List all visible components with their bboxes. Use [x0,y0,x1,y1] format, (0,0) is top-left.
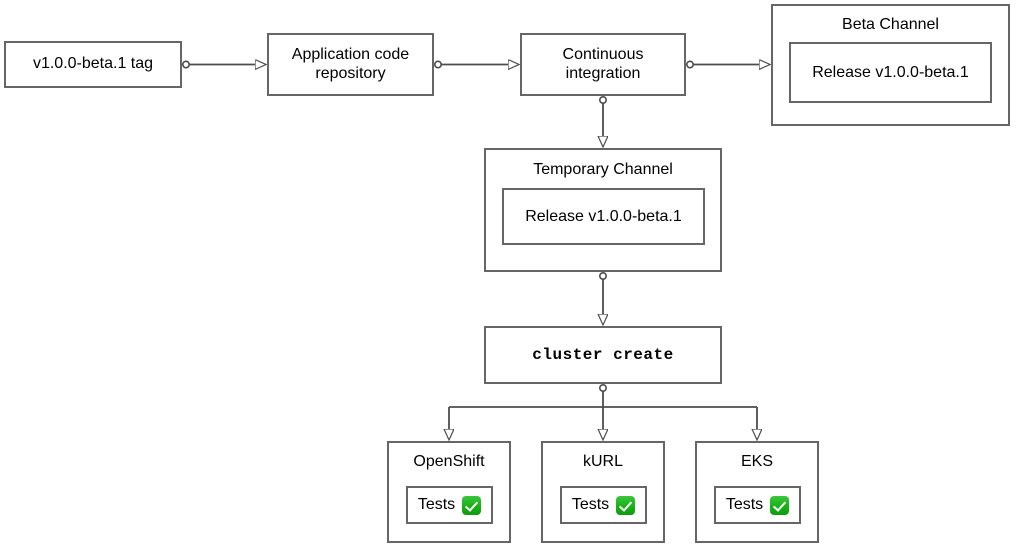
group-target-eks-title: EKS [740,453,773,470]
temporary-channel-release-box[interactable]: Release v1.0.0-beta.1 [502,188,705,245]
node-cluster-create-label: cluster create [532,345,674,364]
group-beta-channel-title: Beta Channel [842,16,939,33]
group-target-eks[interactable]: EKS Tests [695,441,819,543]
group-target-openshift[interactable]: OpenShift Tests [387,441,511,543]
eks-tests-label: Tests [725,496,764,513]
beta-channel-release-box[interactable]: Release v1.0.0-beta.1 [789,42,992,103]
group-beta-channel[interactable]: Beta Channel Release v1.0.0-beta.1 [771,4,1010,126]
node-version-tag-label: v1.0.0-beta.1 tag [32,55,154,73]
node-application-code-repository[interactable]: Application code repository [267,33,434,96]
group-temporary-channel[interactable]: Temporary Channel Release v1.0.0-beta.1 [484,148,722,272]
openshift-tests-label: Tests [417,496,456,513]
kurl-tests-label: Tests [571,496,610,513]
green-check-icon [462,495,482,515]
node-version-tag[interactable]: v1.0.0-beta.1 tag [4,41,182,88]
kurl-tests-box[interactable]: Tests [560,486,647,524]
group-target-kurl-title: kURL [582,453,623,470]
beta-channel-release-label: Release v1.0.0-beta.1 [812,63,969,81]
green-check-icon [770,495,790,515]
eks-tests-box[interactable]: Tests [714,486,801,524]
openshift-tests-box[interactable]: Tests [406,486,493,524]
green-check-icon [616,495,636,515]
node-application-code-repository-label: Application code repository [291,45,410,82]
node-continuous-integration-label: Continuous integration [562,45,644,82]
group-temporary-channel-title: Temporary Channel [533,161,673,178]
temporary-channel-release-label: Release v1.0.0-beta.1 [525,207,682,225]
group-target-kurl[interactable]: kURL Tests [541,441,665,543]
node-cluster-create[interactable]: cluster create [484,326,722,384]
group-target-openshift-title: OpenShift [413,453,485,470]
node-continuous-integration[interactable]: Continuous integration [520,33,686,96]
